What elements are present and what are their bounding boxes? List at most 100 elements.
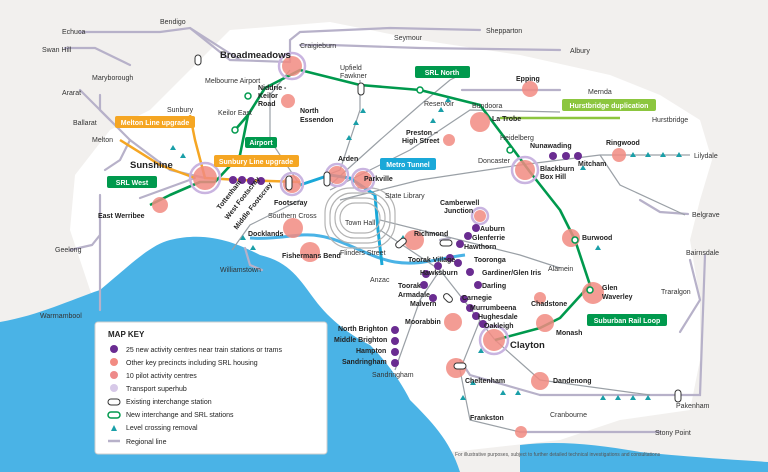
tag-srl-west: SRL West <box>107 176 157 188</box>
legend-interchange-icon <box>107 398 121 406</box>
svg-text:Regional line: Regional line <box>126 439 167 446</box>
svg-text:Keilor: Keilor <box>258 93 278 100</box>
svg-text:Pakenham: Pakenham <box>676 403 710 410</box>
svg-text:Clayton: Clayton <box>510 340 545 351</box>
svg-text:Burwood: Burwood <box>582 235 612 242</box>
svg-text:Lilydale: Lilydale <box>694 153 718 160</box>
svg-text:Niddrie -: Niddrie - <box>258 85 287 92</box>
svg-text:Broadmeadows: Broadmeadows <box>220 50 291 61</box>
svg-text:Suburban Rail Loop: Suburban Rail Loop <box>594 318 661 325</box>
svg-text:Epping: Epping <box>516 76 540 83</box>
svg-text:Toorak: Toorak <box>398 283 421 290</box>
svg-text:Road: Road <box>258 101 276 108</box>
legend-precinct-icon <box>110 358 118 366</box>
svg-text:Armadale: Armadale <box>398 292 430 299</box>
svg-text:Traralgon: Traralgon <box>661 289 691 296</box>
svg-text:Hawthorn: Hawthorn <box>464 244 496 251</box>
svg-text:Glenferrie: Glenferrie <box>472 235 505 242</box>
svg-text:Box Hill: Box Hill <box>540 174 566 181</box>
svg-text:Level crossing removal: Level crossing removal <box>126 425 198 432</box>
tag-metro-tunnel: Metro Tunnel <box>380 158 436 170</box>
svg-text:Heidelberg: Heidelberg <box>500 135 534 142</box>
svg-text:Murrumbeena: Murrumbeena <box>470 305 516 312</box>
tag-srl-north: SRL North <box>415 66 470 78</box>
svg-text:Albury: Albury <box>570 48 590 55</box>
svg-text:Nunawading: Nunawading <box>530 143 572 150</box>
svg-text:North Brighton: North Brighton <box>338 326 388 333</box>
svg-text:Footscray: Footscray <box>274 200 308 207</box>
svg-text:Maryborough: Maryborough <box>92 75 133 82</box>
svg-text:Toorak Village: Toorak Village <box>408 257 455 264</box>
svg-text:Essendon: Essendon <box>300 117 333 124</box>
svg-text:Frankston: Frankston <box>470 415 504 422</box>
svg-text:Upfield: Upfield <box>340 65 362 72</box>
svg-text:East Werribee: East Werribee <box>98 213 145 220</box>
svg-text:Sandringham: Sandringham <box>342 359 387 366</box>
svg-text:Craigieburn: Craigieburn <box>300 43 336 50</box>
svg-text:Sandringham: Sandringham <box>372 372 414 379</box>
svg-text:Hurstbridge duplication: Hurstbridge duplication <box>570 103 649 110</box>
svg-text:Auburn: Auburn <box>480 226 505 233</box>
svg-text:La Trobe: La Trobe <box>492 116 521 123</box>
tag-srl-loop: Suburban Rail Loop <box>587 314 667 326</box>
svg-text:Fishermans Bend: Fishermans Bend <box>282 253 341 260</box>
svg-text:Belgrave: Belgrave <box>692 212 720 219</box>
svg-text:Bairnsdale: Bairnsdale <box>686 250 719 257</box>
legend-pilot-icon <box>110 371 118 379</box>
svg-text:Doncaster: Doncaster <box>478 158 511 165</box>
svg-text:Tooronga: Tooronga <box>474 257 506 264</box>
svg-text:Preston –: Preston – <box>406 130 438 137</box>
svg-text:Town Hall: Town Hall <box>345 220 376 227</box>
svg-text:Oakleigh: Oakleigh <box>484 323 514 330</box>
svg-text:Bendigo: Bendigo <box>160 19 186 26</box>
western-port <box>520 442 768 472</box>
svg-text:Williamstown: Williamstown <box>220 267 261 274</box>
svg-text:Dandenong: Dandenong <box>553 378 592 385</box>
svg-text:Melton: Melton <box>92 137 113 144</box>
svg-text:Geelong: Geelong <box>55 247 82 254</box>
svg-text:Docklands: Docklands <box>248 231 284 238</box>
regional-lines <box>63 26 707 434</box>
svg-text:Sunbury: Sunbury <box>167 107 194 114</box>
svg-text:Flinders Street: Flinders Street <box>340 250 386 257</box>
svg-text:Darling: Darling <box>482 283 506 290</box>
svg-text:Gardiner/Glen Iris: Gardiner/Glen Iris <box>482 270 541 277</box>
svg-text:Anzac: Anzac <box>370 277 390 284</box>
svg-text:Middle Brighton: Middle Brighton <box>334 337 387 344</box>
svg-text:Ringwood: Ringwood <box>606 140 640 147</box>
interchange-stations <box>194 54 682 403</box>
svg-text:Echuca: Echuca <box>62 29 85 36</box>
legend-superhub-icon <box>110 384 118 392</box>
tag-sunbury: Sunbury Line upgrade <box>214 155 299 167</box>
svg-text:Blackburn: Blackburn <box>540 166 574 173</box>
svg-text:Existing interchange station: Existing interchange station <box>126 399 212 406</box>
svg-text:Junction: Junction <box>444 208 473 215</box>
svg-text:Sunshine: Sunshine <box>130 160 173 171</box>
map-legend: MAP KEY 25 new activity centres near tra… <box>94 321 328 455</box>
svg-text:New interchange and SRL statio: New interchange and SRL stations <box>126 412 234 419</box>
svg-text:Sunbury Line upgrade: Sunbury Line upgrade <box>219 159 293 166</box>
level-crossing-markers <box>170 97 682 400</box>
svg-text:Richmond: Richmond <box>414 231 448 238</box>
svg-text:Chadstone: Chadstone <box>531 301 567 308</box>
svg-text:SRL North: SRL North <box>425 70 459 77</box>
svg-text:Stony Point: Stony Point <box>655 430 691 437</box>
legend-activity-centre-icon <box>110 345 118 353</box>
svg-text:10 pilot activity centres: 10 pilot activity centres <box>126 373 197 380</box>
legend-srl-station-icon <box>107 411 121 419</box>
srl-stations <box>231 86 594 294</box>
svg-text:Reservoir: Reservoir <box>424 101 455 108</box>
legend-level-crossing-icon <box>111 425 117 431</box>
svg-text:Malvern: Malvern <box>410 301 436 308</box>
svg-text:Carnegie: Carnegie <box>462 295 492 302</box>
svg-text:Fawkner: Fawkner <box>340 73 368 80</box>
svg-text:High Street: High Street <box>402 138 440 145</box>
svg-text:Warrnambool: Warrnambool <box>40 313 82 320</box>
svg-text:Ararat: Ararat <box>62 90 81 97</box>
svg-text:Monash: Monash <box>556 330 582 337</box>
svg-text:Alamein: Alamein <box>548 266 573 273</box>
svg-text:Hawksburn: Hawksburn <box>420 270 458 277</box>
svg-text:Cranbourne: Cranbourne <box>550 412 587 419</box>
svg-text:Glen: Glen <box>602 285 618 292</box>
svg-text:Other key precincts including: Other key precincts including SRL housin… <box>126 360 258 367</box>
